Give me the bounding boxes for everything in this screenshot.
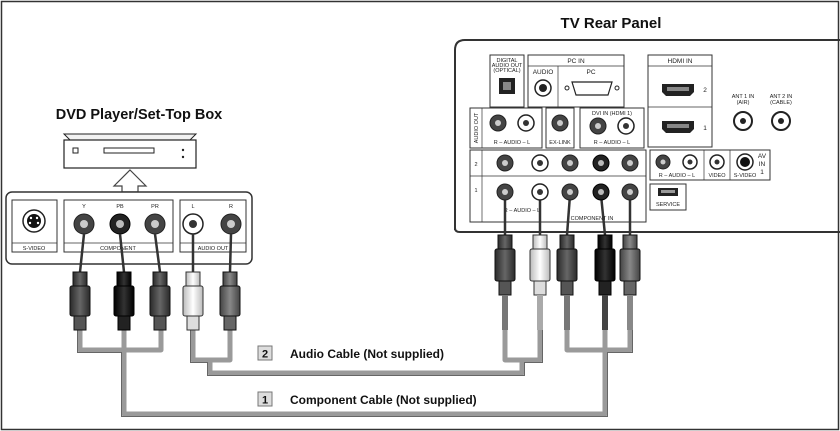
dvd-component-label: COMPONENT bbox=[100, 246, 136, 252]
tv-plug-audio-l bbox=[529, 234, 551, 330]
ex-link-label: EX-LINK bbox=[549, 140, 571, 146]
tv-av-in-block: R – AUDIO – L VIDEO S-VIDEO AV IN 1 bbox=[649, 149, 771, 181]
dvd-jack-r bbox=[220, 213, 242, 235]
audio-cable-number-box bbox=[257, 345, 273, 361]
dvd-jack-l bbox=[182, 213, 204, 235]
audio-cable-label: Audio Cable (Not supplied) bbox=[290, 347, 444, 361]
up-arrow-icon bbox=[112, 169, 148, 193]
dvi-rl-label: R – AUDIO – L bbox=[594, 140, 630, 146]
audio-cable-number: 2 bbox=[262, 349, 268, 361]
hdmi-1-label: 1 bbox=[703, 125, 707, 132]
tv-jack-wires bbox=[503, 194, 632, 236]
tv-audio-out-rl-label: R – AUDIO – L bbox=[494, 140, 530, 146]
digital-audio-line3: (OPTICAL) bbox=[493, 68, 520, 74]
tv-audio-out-block: AUDIO OUT R – AUDIO – L bbox=[469, 107, 543, 149]
tv-rear-panel-title: TV Rear Panel bbox=[561, 15, 662, 32]
dvd-plug-y bbox=[69, 271, 91, 331]
dvd-audio-out-label: AUDIO OUT bbox=[198, 246, 229, 252]
tv-plug-y bbox=[556, 234, 578, 330]
dvd-player-title: DVD Player/Set-Top Box bbox=[56, 107, 223, 123]
tv-plug-pr bbox=[619, 234, 641, 330]
tv-hdmi-block: HDMI IN 2 1 bbox=[647, 54, 713, 148]
dvd-plugs bbox=[69, 271, 241, 331]
av-video-label: VIDEO bbox=[708, 173, 726, 179]
component-cable-path-right bbox=[567, 330, 633, 353]
tv-service-block: SERVICE bbox=[649, 183, 687, 211]
digital-audio-line2: AUDIO OUT bbox=[492, 63, 523, 69]
dvd-y-label: Y bbox=[82, 204, 86, 210]
dvd-r-label: R bbox=[229, 204, 233, 210]
av-in-label-1: AV bbox=[758, 153, 767, 160]
dvd-jacks bbox=[73, 213, 242, 235]
ant1-label: ANT 1 IN bbox=[732, 94, 755, 100]
ant1-sub-label: (AIR) bbox=[737, 100, 750, 106]
dvd-svideo-label: S-VIDEO bbox=[23, 246, 46, 252]
dvd-plug-l bbox=[182, 271, 204, 331]
tv-component-row1-jacks bbox=[496, 183, 639, 201]
dvi-in-label: DVI IN (HDMI 1) bbox=[592, 111, 632, 117]
dvd-pb-label: PB bbox=[116, 204, 124, 210]
av-svideo-label: S-VIDEO bbox=[734, 173, 757, 179]
component-cable bbox=[77, 330, 633, 417]
digital-audio-line1: DIGITAL bbox=[497, 58, 518, 64]
av-in-label-3: 1 bbox=[760, 169, 764, 176]
component-cable-label: Component Cable (Not supplied) bbox=[290, 393, 477, 407]
service-label: SERVICE bbox=[656, 202, 680, 208]
tv-digital-audio-out-block: DIGITAL AUDIO OUT (OPTICAL) bbox=[489, 54, 525, 108]
audio-cable bbox=[190, 330, 543, 376]
ant2-label: ANT 2 IN bbox=[770, 94, 793, 100]
tv-pc-in-block: PC IN AUDIO PC bbox=[527, 54, 625, 108]
dvd-svideo-jack bbox=[22, 209, 46, 233]
component-in-label: COMPONENT IN bbox=[571, 216, 614, 222]
hdmi-in-label: HDMI IN bbox=[668, 58, 693, 65]
tv-audio-out-label: AUDIO OUT bbox=[474, 112, 480, 143]
dvd-plug-pr bbox=[149, 271, 171, 331]
tv-antenna-block: ANT 1 IN (AIR) ANT 2 IN (CABLE) bbox=[732, 94, 793, 131]
tv-component-in-block: 2 1 R – AUDIO – L COMPONENT IN bbox=[469, 149, 647, 223]
pc-audio-label: AUDIO bbox=[533, 69, 554, 76]
dvd-jack-pr bbox=[144, 213, 166, 235]
ant2-sub-label: (CABLE) bbox=[770, 100, 792, 106]
dvd-jack-pb bbox=[109, 213, 131, 235]
tv-ex-link-block: EX-LINK bbox=[545, 107, 575, 149]
component-row-2-label: 2 bbox=[474, 162, 477, 168]
cable-outline bbox=[77, 330, 633, 417]
dvd-jack-y bbox=[73, 213, 95, 235]
component-audio-rl-label: R – AUDIO – L bbox=[504, 208, 540, 214]
dvd-plug-pb bbox=[113, 271, 135, 331]
dvd-plug-r bbox=[219, 271, 241, 331]
dvd-l-label: L bbox=[191, 204, 194, 210]
dvd-player-device bbox=[62, 133, 198, 169]
av-in-label-2: IN bbox=[759, 161, 766, 168]
pc-in-label: PC IN bbox=[567, 58, 585, 65]
dvd-pr-label: PR bbox=[151, 204, 159, 210]
tv-dvi-block: DVI IN (HDMI 1) R – AUDIO – L bbox=[579, 107, 645, 149]
pc-label: PC bbox=[586, 69, 595, 76]
component-row-1-label: 1 bbox=[474, 188, 477, 194]
tv-plug-pb bbox=[594, 234, 616, 330]
tv-plugs bbox=[494, 234, 641, 330]
component-cable-path-left bbox=[121, 330, 164, 353]
av-rl-label: R – AUDIO – L bbox=[659, 173, 695, 179]
hdmi-2-label: 2 bbox=[703, 87, 707, 94]
component-cable-number-box bbox=[257, 391, 273, 407]
dvd-jack-wires bbox=[78, 233, 233, 273]
tv-plug-audio-r bbox=[494, 234, 516, 330]
audio-cable-path bbox=[190, 330, 543, 376]
component-cable-number: 1 bbox=[262, 395, 268, 407]
